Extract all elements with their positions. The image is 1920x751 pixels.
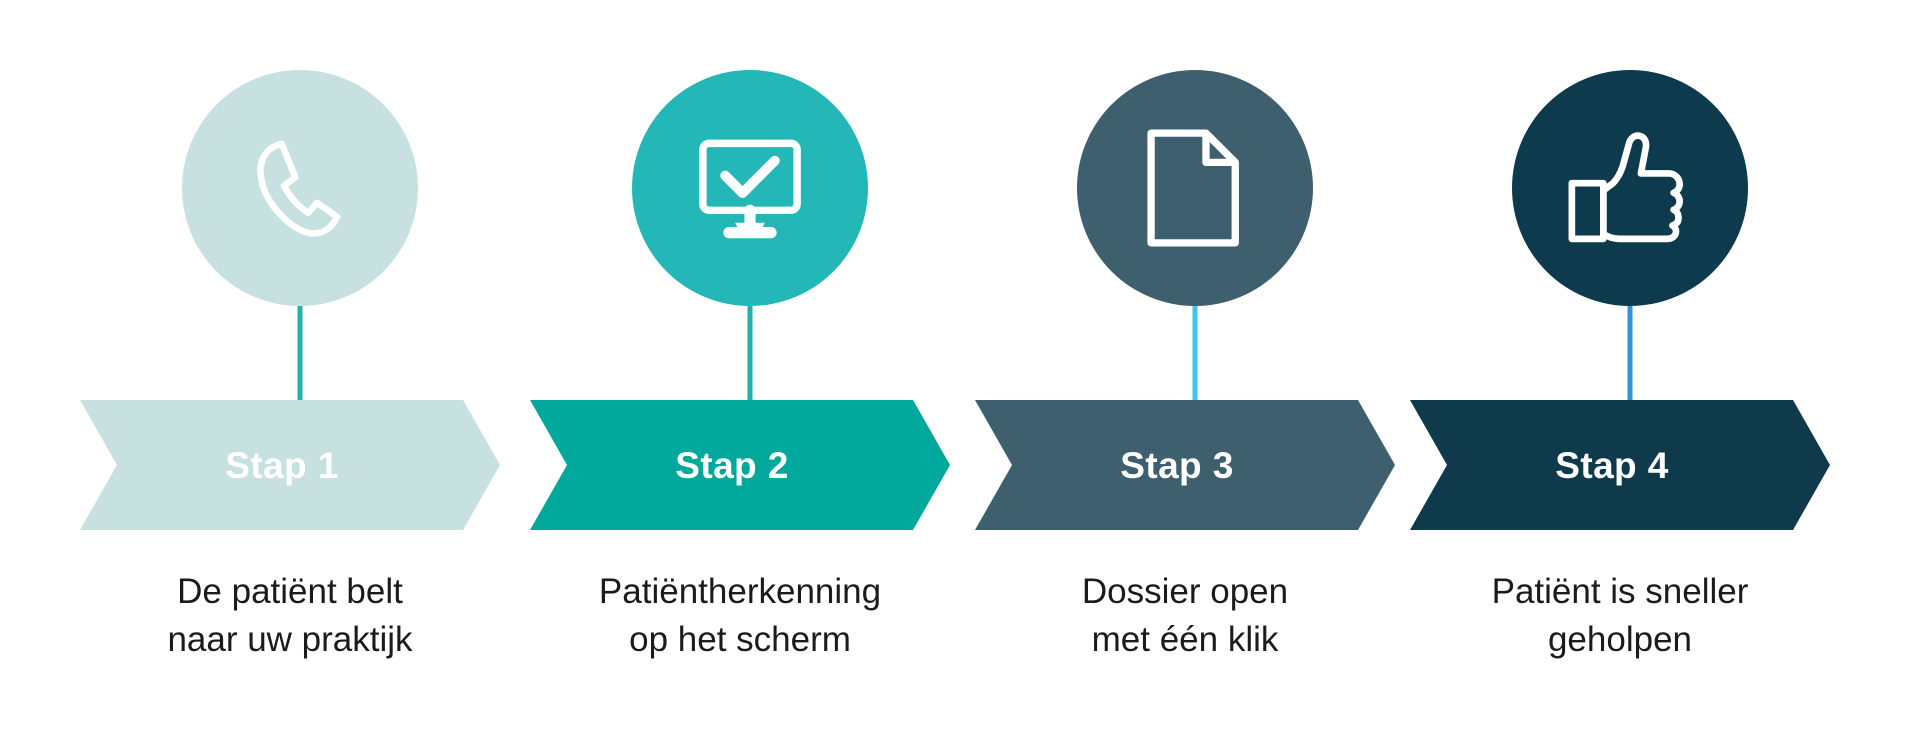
step-4-caption: Patiënt is sneller geholpen (1410, 568, 1830, 665)
step-1-connector-line (297, 306, 303, 406)
process-step-3: Stap 3 Dossier open met één klik (975, 0, 1415, 751)
step-1-banner[interactable]: Stap 1 (80, 400, 500, 530)
step-1-caption: De patiënt belt naar uw praktijk (80, 568, 500, 665)
step-2-banner[interactable]: Stap 2 (530, 400, 950, 530)
step-2-connector-line (747, 306, 753, 406)
step-1-caption-line-2: naar uw praktijk (167, 620, 413, 660)
step-4-icon-circle-wrapper (1512, 70, 1748, 306)
step-2-banner-label: Stap 2 (675, 444, 789, 486)
step-2-icon-circle (632, 70, 868, 306)
step-4-caption-line-2: geholpen (1547, 620, 1693, 660)
step-3-caption-line-2: met één klik (1091, 620, 1279, 660)
process-step-2: Stap 2 Patiëntherkenning op het scherm (530, 0, 970, 751)
thumbs-up-icon (1567, 127, 1693, 249)
step-3-icon-circle-wrapper (1077, 70, 1313, 306)
monitor-checkmark-icon (688, 126, 812, 250)
step-4-icon-circle (1512, 70, 1748, 306)
step-2-caption-line-2: op het scherm (629, 620, 851, 660)
step-2-icon-circle-wrapper (632, 70, 868, 306)
step-3-connector-line (1192, 306, 1198, 406)
step-3-caption-line-1: Dossier open (1081, 572, 1289, 611)
step-1-icon-circle-wrapper (182, 70, 418, 306)
step-1-banner-label: Stap 1 (225, 444, 339, 486)
step-2-caption: Patiëntherkenning op het scherm (530, 568, 950, 665)
step-3-caption: Dossier open met één klik (975, 568, 1395, 665)
step-3-icon-circle (1077, 70, 1313, 306)
step-4-banner[interactable]: Stap 4 (1410, 400, 1830, 530)
step-1-icon-circle (182, 70, 418, 306)
process-step-1: Stap 1 De patiënt belt naar uw praktijk (80, 0, 520, 751)
process-step-4: Stap 4 Patiënt is sneller geholpen (1410, 0, 1850, 751)
step-4-caption-line-1: Patiënt is sneller (1491, 572, 1749, 611)
step-3-banner-label: Stap 3 (1120, 444, 1234, 486)
step-3-banner[interactable]: Stap 3 (975, 400, 1395, 530)
step-4-banner-label: Stap 4 (1555, 444, 1669, 486)
step-2-caption-line-1: Patiëntherkenning (598, 572, 882, 611)
step-1-caption-line-1: De patiënt belt (177, 572, 403, 611)
document-page-icon (1139, 127, 1251, 249)
phone-handset-icon (241, 129, 359, 247)
step-4-connector-line (1627, 306, 1633, 406)
